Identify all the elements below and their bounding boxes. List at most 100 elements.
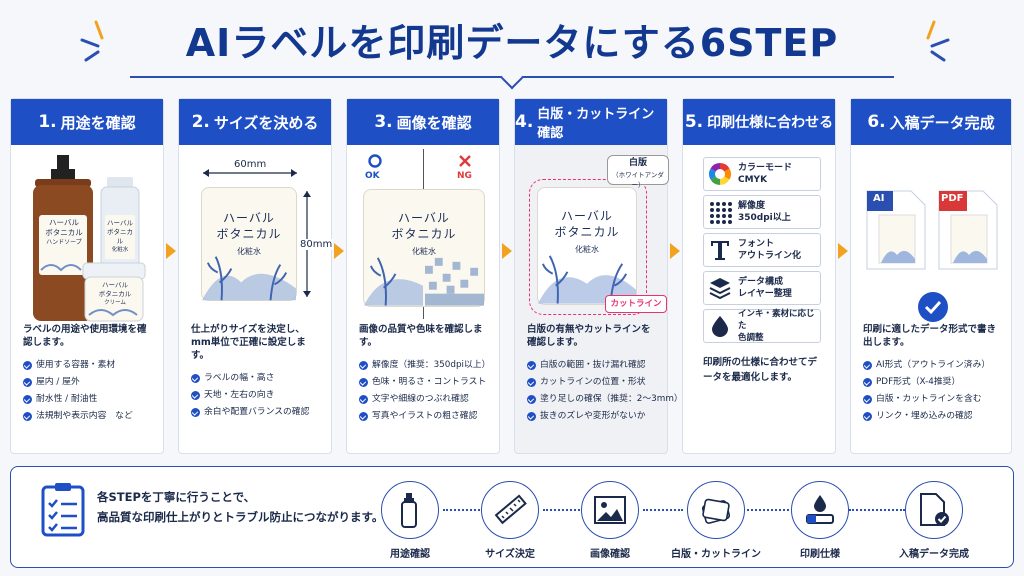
summary-line2: 高品質な印刷仕上がりとトラブル防止につながります。: [97, 510, 384, 524]
step-6-checklist: AI形式（アウトライン済み） PDF形式（X-4推奨） 白版・カットラインを含む…: [851, 349, 1011, 425]
check-text: 余白や配置バランスの確認: [204, 407, 310, 417]
flow-step-print: [791, 481, 849, 539]
white-plate-callout: 白版 （ホワイトアンダー）: [607, 155, 669, 189]
step-2-description: 仕上がりサイズを決定し、mm単位で正確に設定します。: [191, 324, 306, 361]
white-plate-label: 白版: [628, 158, 647, 168]
step-3-description: 画像の品質や色味を確認します。: [359, 324, 483, 348]
flow-step-image: [581, 481, 639, 539]
ok-label: OK: [365, 171, 380, 181]
step-3-card: 3.画像を確認 OK NG ハーバル ボタニカル 化粧水 画像の品質や色味を確認…: [346, 98, 500, 454]
step-3-number: 3.: [374, 112, 393, 132]
list-item: AI形式（アウトライン済み）: [863, 357, 999, 374]
color-wheel-icon: [709, 163, 731, 185]
label-line1: ハーバル: [223, 211, 275, 225]
check-text: AI形式（アウトライン済み）: [876, 360, 991, 370]
sparkle-right-icon: [926, 20, 950, 62]
label-line3: 化粧水: [575, 245, 599, 254]
step-3-checklist: 解像度（推奨：350dpi以上） 色味・明るさ・コントラスト 文字や細線のつぶれ…: [347, 349, 499, 425]
spec-name: 解像度: [738, 201, 766, 211]
flow-connector: [849, 509, 905, 511]
check-icon: [863, 361, 872, 370]
step-3-illustration: OK NG ハーバル ボタニカル 化粧水: [347, 145, 499, 323]
leaf-art: [202, 256, 296, 301]
spec-box: インキ・素材に応じた色調整: [703, 309, 821, 343]
label-line2: ボタニカル: [216, 227, 282, 241]
spec-text: フォントアウトライン化: [738, 238, 801, 262]
hand-soap-label-line3: ハンドソープ: [46, 239, 82, 246]
step-2-header: 2.サイズを決める: [179, 99, 331, 145]
check-text: 耐水性 / 耐油性: [36, 394, 98, 404]
step-2-illustration: 60mm 80mm ハーバル ボタニカル 化粧水: [179, 145, 334, 323]
check-icon: [23, 412, 32, 421]
spec-value: CMYK: [738, 175, 768, 185]
check-icon: [863, 395, 872, 404]
ink-roller-icon: [806, 495, 834, 524]
check-icon: [863, 412, 872, 421]
list-item: 解像度（推奨：350dpi以上）: [359, 357, 490, 374]
white-plate-sublabel: （ホワイトアンダー）: [612, 171, 664, 189]
step-5-number: 5.: [684, 112, 704, 132]
label-line1: ハーバル: [561, 209, 613, 223]
check-text: 白版・カットラインを含む: [876, 394, 982, 404]
spec-value: レイヤー整理: [738, 289, 792, 299]
spec-name: フォント: [738, 239, 775, 249]
check-text: 塗り足しの確保（推奨：2〜3mm）: [540, 394, 683, 404]
layered-sheets-icon: [701, 498, 731, 524]
list-item: 白版の範囲・抜け漏れ確認: [527, 357, 655, 374]
list-item: 屋内 / 屋外: [23, 374, 151, 391]
spec-text: インキ・素材に応じた色調整: [738, 308, 820, 344]
spec-name: データ構成: [738, 277, 784, 287]
step-5-description: 印刷所の仕様に合わせてデータを最適化します。: [703, 357, 818, 383]
ng-label: NG: [457, 171, 472, 181]
spec-name: インキ・素材に応じた: [738, 309, 815, 331]
step-5-header: 5.印刷仕様に合わせる: [683, 99, 835, 145]
spec-text: データ構成レイヤー整理: [738, 276, 792, 300]
step-4-illustration: ハーバル ボタニカル 化粧水 白版 （ホワイトアンダー） カットライン: [515, 145, 669, 323]
summary-line1: 各STEPを丁寧に行うことで、: [97, 490, 256, 504]
hand-soap-label-line2: ボタニカル: [45, 228, 83, 237]
step-3-header: 3.画像を確認: [347, 99, 499, 145]
lotion-label-line2: ボタニカル: [107, 228, 133, 245]
layers-icon: [709, 278, 731, 300]
next-arrow-icon: [166, 243, 176, 259]
step-6-illustration: AI PDF: [851, 145, 1011, 323]
list-item: リンク・埋め込みの確認: [863, 408, 999, 425]
leaf-art: [364, 257, 484, 307]
flow-step-size: [481, 481, 539, 539]
ng-cross-icon: [459, 155, 471, 167]
flow-step-white-cut: [687, 481, 745, 539]
check-icon: [527, 412, 536, 421]
hand-soap-label: ハーバル ボタニカル ハンドソープ: [41, 218, 87, 248]
lotion-label: ハーバル ボタニカル 化粧水: [105, 219, 135, 255]
ok-circle-icon: [368, 154, 382, 168]
check-icon: [527, 395, 536, 404]
step-4-header: 4.白版・カットライン確認: [515, 99, 667, 145]
check-icon: [863, 378, 872, 387]
spec-item-font: フォントアウトライン化: [703, 233, 835, 267]
cream-label-line2: ボタニカル: [98, 290, 132, 298]
lotion-label-line1: ハーバル: [107, 219, 133, 227]
check-icon: [191, 408, 200, 417]
step-6-title: 入稿データ完成: [889, 113, 995, 132]
spec-box: データ構成レイヤー整理: [703, 271, 821, 305]
step-3-title: 画像を確認: [396, 113, 472, 132]
check-text: 白版の範囲・抜け漏れ確認: [540, 360, 646, 370]
check-icon: [23, 395, 32, 404]
list-item: 法規制や表示内容 など: [23, 408, 151, 425]
flow-step-complete: [905, 481, 963, 539]
spec-value: 色調整: [738, 333, 764, 343]
list-item: 白版・カットラインを含む: [863, 391, 999, 408]
flow-label: 入稿データ完成: [899, 549, 969, 560]
height-dimension-label: 80mm: [299, 239, 334, 250]
check-text: 文字や細線のつぶれ確認: [372, 394, 469, 404]
label-line3: 化粧水: [237, 247, 261, 256]
check-icon: [191, 374, 200, 383]
flow-label: 白版・カットライン: [671, 549, 761, 560]
check-icon: [527, 361, 536, 370]
step-1-card: 1.用途を確認 ハーバル ボタニカル ハンドソープ ハーバル ボタニカル 化粧水: [10, 98, 164, 454]
cut-line-outline: [529, 179, 647, 315]
